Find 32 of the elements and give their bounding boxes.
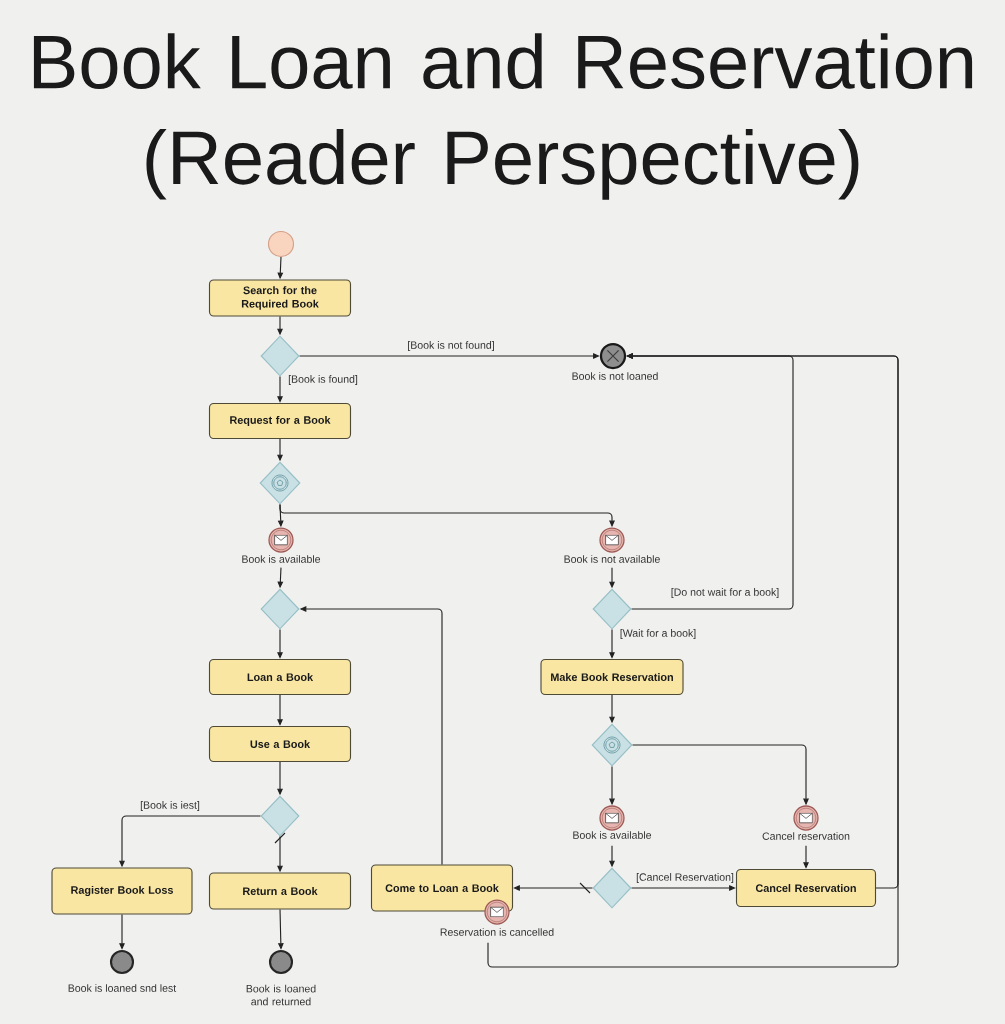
activity-box: Use a Book: [208, 725, 352, 763]
activity-box: Search for the Required Book: [208, 279, 352, 317]
arrow: [277, 376, 283, 403]
title: Book Loan and Reservation (Reader Perspective): [33, 33, 973, 200]
arrow: [119, 914, 125, 950]
decision-diamond: [260, 795, 300, 837]
decision-diamond: [592, 867, 632, 909]
event-label: Book is not available: [564, 555, 660, 563]
event-label: Book is not loaned: [572, 372, 658, 380]
activity-box: Return a Book: [208, 872, 352, 910]
activity-box: Loan a Book: [208, 658, 352, 696]
event-label: Book is available: [573, 831, 652, 839]
decision-diamond: [260, 588, 300, 630]
event-label: Book is available: [242, 555, 321, 563]
event-label: Book is loaned and returned: [246, 984, 316, 1006]
activity-box: Request for a Book: [208, 402, 352, 440]
arrow: [277, 629, 283, 659]
event-label: Reservation is cancelled: [440, 928, 554, 936]
arrow: [803, 845, 809, 869]
activity-box: Come to Loan a Book: [370, 864, 514, 912]
decision-diamond: [592, 588, 632, 630]
activity-box: Make Book Reservation: [540, 658, 684, 696]
activity-box: Cancel Reservation: [735, 868, 877, 908]
event-label: Cancel reservation: [762, 832, 850, 840]
event-gateway-diamond: [591, 723, 633, 767]
arrow: [609, 629, 615, 659]
decision-diamond: [260, 335, 300, 377]
start-circle: [267, 230, 295, 258]
arrow: [277, 694, 283, 726]
event-label: Book is loaned snd lest: [68, 984, 177, 992]
activity-box: Ragister Book Loss: [51, 867, 193, 915]
event-gateway-diamond: [259, 461, 301, 505]
